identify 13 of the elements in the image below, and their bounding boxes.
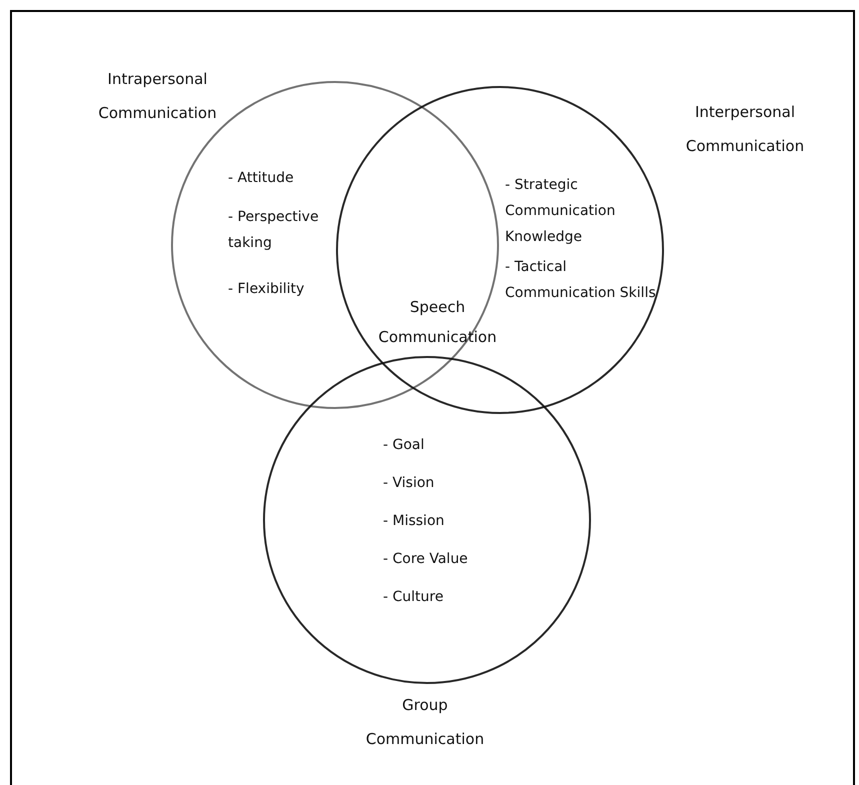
list-item: - Flexibility bbox=[228, 280, 306, 299]
circle-heading: Group Communication bbox=[364, 695, 486, 750]
list-item: - Vision bbox=[383, 474, 436, 493]
circle-heading: Interpersonal Communication bbox=[684, 102, 806, 157]
circle-heading: Intrapersonal Communication bbox=[97, 69, 218, 124]
list-item: - Culture bbox=[383, 588, 444, 607]
list-item: - Tactical Communication Skills bbox=[505, 258, 657, 303]
list-item: - Goal bbox=[383, 436, 426, 455]
list-item: - Attitude bbox=[228, 169, 295, 188]
list-item: - Mission bbox=[383, 512, 446, 531]
list-item: - Core Value bbox=[383, 550, 469, 569]
list-item: - Strategic Communication Knowledge bbox=[505, 176, 616, 247]
list-item: - Perspective taking bbox=[228, 208, 320, 253]
